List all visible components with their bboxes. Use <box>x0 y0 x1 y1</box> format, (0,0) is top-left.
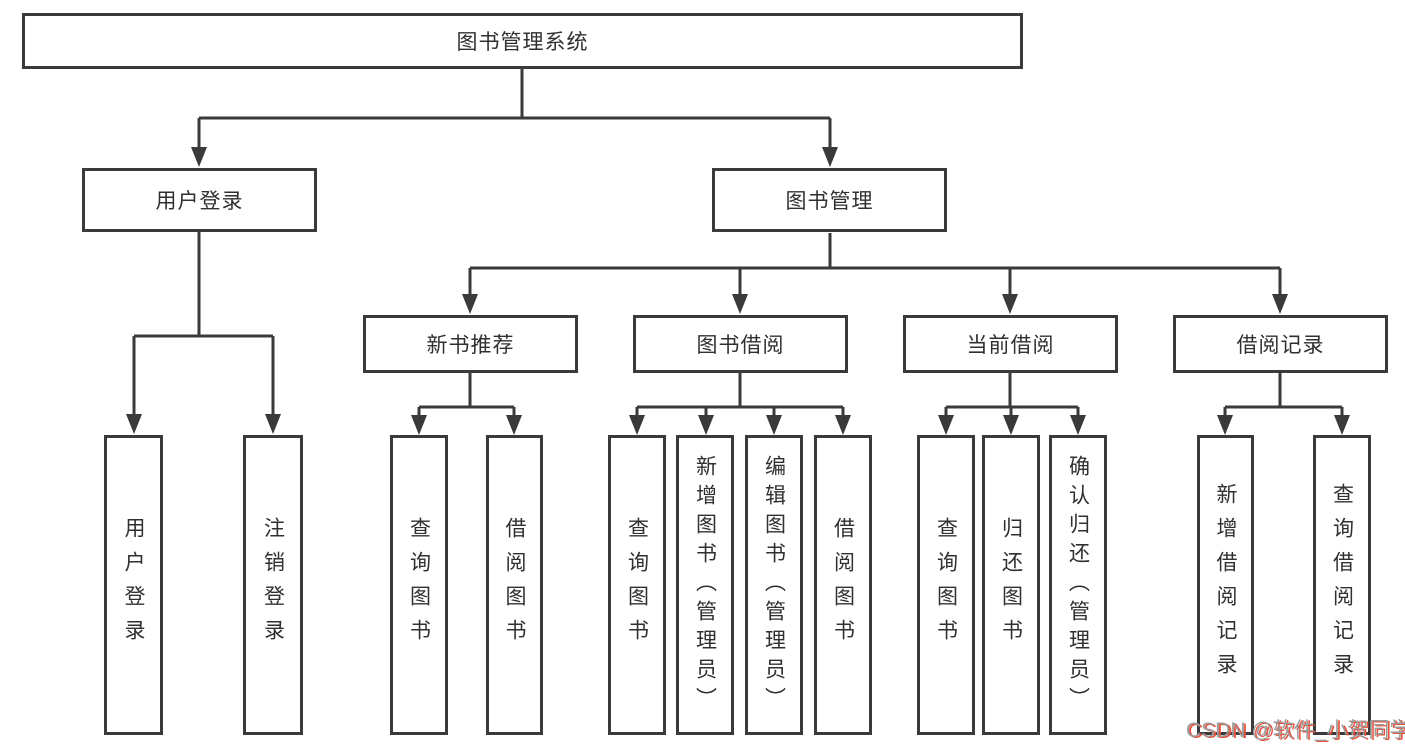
csdn-watermark: CSDN @软件_小贺同学 <box>1186 719 1405 742</box>
node-current-borrowing: 当前借阅 <box>903 315 1118 373</box>
leaf-query-books-borrowing-label: 查询图书 <box>625 517 649 653</box>
leaf-borrow-books-recommend: 借阅图书 <box>486 435 543 735</box>
leaf-query-borrow-record: 查询借阅记录 <box>1313 435 1371 735</box>
node-user-login: 用户登录 <box>82 168 317 232</box>
leaf-query-books-recommend-label: 查询图书 <box>407 517 431 653</box>
leaf-user-login: 用户登录 <box>104 435 163 735</box>
node-book-borrowing: 图书借阅 <box>633 315 848 373</box>
leaf-add-books-admin: 新增图书（管理员） <box>676 435 734 735</box>
node-borrowing-records: 借阅记录 <box>1173 315 1388 373</box>
leaf-return-books-label: 归还图书 <box>999 517 1023 653</box>
leaf-borrow-books-borrowing: 借阅图书 <box>814 435 872 735</box>
leaf-borrow-books-borrowing-label: 借阅图书 <box>831 517 855 653</box>
node-current-borrowing-label: 当前借阅 <box>966 334 1055 357</box>
leaf-logout: 注销登录 <box>243 435 303 735</box>
leaf-add-books-admin-label: 新增图书（管理员） <box>693 454 717 716</box>
leaf-query-books-borrowing: 查询图书 <box>608 435 666 735</box>
leaf-confirm-return-admin-label: 确认归还（管理员） <box>1066 454 1090 716</box>
node-book-management-label: 图书管理 <box>785 190 874 213</box>
node-borrowing-records-label: 借阅记录 <box>1236 334 1325 357</box>
leaf-query-borrow-record-label: 查询借阅记录 <box>1330 483 1354 687</box>
node-library-system-label: 图书管理系统 <box>456 31 589 54</box>
leaf-query-books-recommend: 查询图书 <box>390 435 448 735</box>
node-new-book-recommend-label: 新书推荐 <box>426 334 515 357</box>
leaf-logout-label: 注销登录 <box>261 517 285 653</box>
leaf-confirm-return-admin: 确认归还（管理员） <box>1049 435 1107 735</box>
leaf-edit-books-admin: 编辑图书（管理员） <box>745 435 803 735</box>
leaf-add-borrow-record: 新增借阅记录 <box>1197 435 1254 735</box>
leaf-borrow-books-recommend-label: 借阅图书 <box>503 517 526 653</box>
leaf-return-books: 归还图书 <box>982 435 1040 735</box>
leaf-edit-books-admin-label: 编辑图书（管理员） <box>762 454 786 716</box>
node-new-book-recommend: 新书推荐 <box>363 315 578 373</box>
leaf-query-books-current: 查询图书 <box>917 435 975 735</box>
node-book-borrowing-label: 图书借阅 <box>696 334 785 357</box>
node-user-login-label: 用户登录 <box>155 190 244 213</box>
leaf-add-borrow-record-label: 新增借阅记录 <box>1214 483 1237 687</box>
node-library-system: 图书管理系统 <box>22 13 1023 69</box>
leaf-user-login-label: 用户登录 <box>122 517 145 653</box>
leaf-query-books-current-label: 查询图书 <box>934 517 958 653</box>
node-book-management: 图书管理 <box>712 168 947 232</box>
